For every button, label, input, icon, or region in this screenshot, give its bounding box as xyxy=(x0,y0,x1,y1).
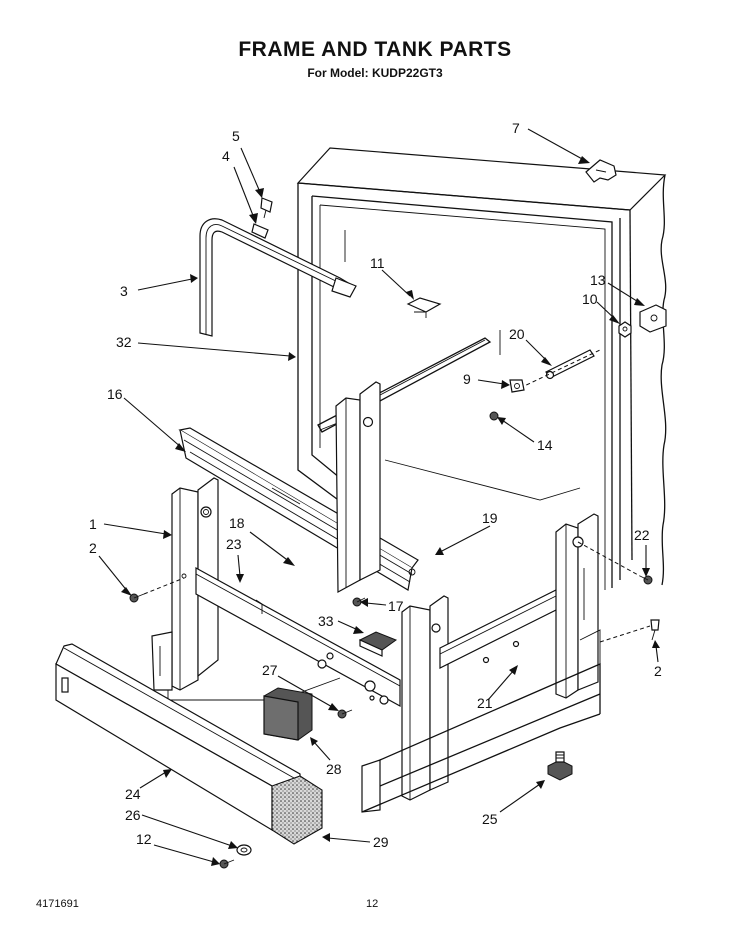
washer-part-26 xyxy=(236,844,252,856)
callout-label: 32 xyxy=(116,334,132,350)
screw-part-17 xyxy=(352,597,366,607)
leader-lines xyxy=(98,128,660,866)
screw-part-2-right xyxy=(650,619,660,641)
bracket-part-13 xyxy=(639,304,667,333)
screw-part-22 xyxy=(639,575,653,585)
leveling-leg-part-25 xyxy=(547,751,573,781)
callout-label: 28 xyxy=(326,761,342,777)
base-pan xyxy=(167,629,601,813)
callout-label: 16 xyxy=(107,386,123,402)
callout-label: 22 xyxy=(634,527,650,543)
clip-part-7 xyxy=(585,159,617,183)
callout-label: 5 xyxy=(232,128,240,144)
bracket-part-11 xyxy=(406,297,442,318)
callout-label: 7 xyxy=(512,120,520,136)
callout-label: 27 xyxy=(262,662,278,678)
callout-label: 4 xyxy=(222,148,230,164)
right-frame-part xyxy=(335,381,599,801)
insulation-part-29 xyxy=(271,775,323,845)
callout-label: 2 xyxy=(654,663,662,679)
pad-part-33 xyxy=(358,631,398,657)
screw-part-5 xyxy=(260,197,273,219)
document-number: 4171691 xyxy=(36,898,79,910)
callout-label: 3 xyxy=(120,283,128,299)
callout-label: 24 xyxy=(125,786,141,802)
toe-panel-part-24 xyxy=(55,643,301,832)
block-part-28 xyxy=(263,687,313,741)
callout-label: 9 xyxy=(463,371,471,387)
gasket-part-4 xyxy=(251,223,269,239)
rod-part-20 xyxy=(545,349,595,380)
callout-label: 18 xyxy=(229,515,245,531)
bushing-part-9 xyxy=(509,379,525,393)
callout-label: 29 xyxy=(373,834,389,850)
callout-label: 23 xyxy=(226,536,242,552)
page-number: 12 xyxy=(366,898,379,910)
callout-label: 25 xyxy=(482,811,498,827)
callout-labels: 5 4 3 32 7 11 13 10 20 9 14 16 1 2 18 23… xyxy=(89,120,662,850)
callout-label: 17 xyxy=(388,598,404,614)
callout-label: 12 xyxy=(136,831,152,847)
callout-label: 14 xyxy=(537,437,553,453)
callout-label: 19 xyxy=(482,510,498,526)
screw-part-2-left xyxy=(129,593,145,603)
callout-label: 11 xyxy=(370,255,385,271)
callout-label: 33 xyxy=(318,613,334,629)
tank-part xyxy=(296,147,667,590)
screw-part-12 xyxy=(219,859,235,869)
page-title: FRAME AND TANK PARTS xyxy=(238,38,512,61)
callout-label: 2 xyxy=(89,540,97,556)
callout-label: 10 xyxy=(582,291,598,307)
callout-label: 20 xyxy=(509,326,525,342)
screw-part-14 xyxy=(489,411,499,421)
screw-part-27 xyxy=(337,709,353,719)
vent-duct-part-3 xyxy=(199,218,357,337)
callout-label: 26 xyxy=(125,807,141,823)
nut-part-10 xyxy=(618,321,632,338)
front-rail-part-18 xyxy=(195,566,401,708)
callout-label: 1 xyxy=(89,516,97,532)
model-subtitle: For Model: KUDP22GT3 xyxy=(307,66,443,80)
callout-label: 13 xyxy=(590,272,606,288)
